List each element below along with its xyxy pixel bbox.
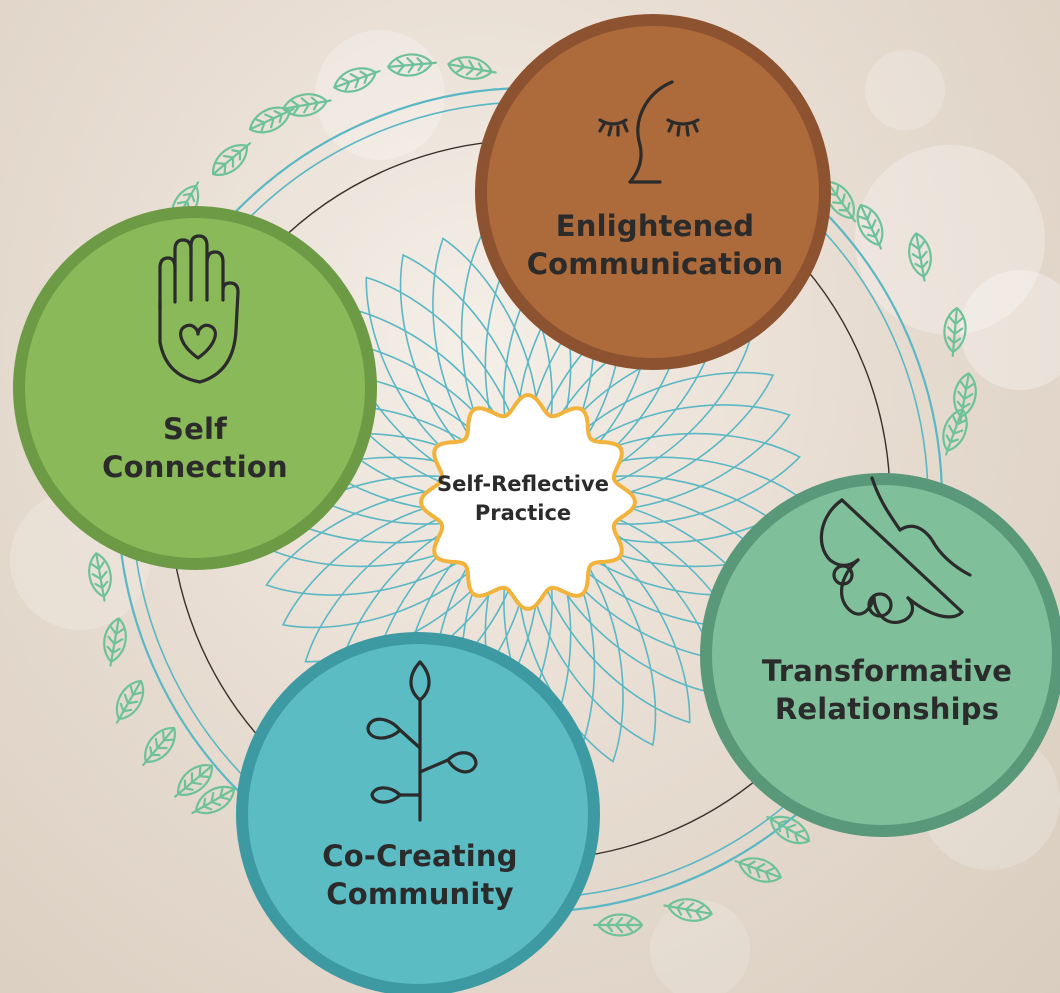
leaf-icon (447, 56, 497, 80)
label-line2: Community (326, 877, 514, 912)
leaf-icon (173, 764, 213, 798)
leaf-icon (942, 408, 968, 456)
sprouting-plant-icon (366, 660, 478, 822)
leaf-icon (88, 552, 112, 602)
leaf-icon (115, 679, 145, 724)
leaf-icon (943, 306, 967, 358)
butterfly-icon (819, 476, 972, 624)
leaf-icon (592, 913, 644, 937)
label-line1: Co-Creating (322, 839, 518, 873)
label-line1: Self (163, 412, 227, 446)
label-self-connection: Self Connection (60, 410, 330, 487)
leaf-icon (386, 53, 438, 77)
leaf-icon (333, 67, 381, 93)
label-line2: Relationships (774, 692, 1000, 727)
label-line2: Communication (526, 247, 784, 282)
label-line2: Connection (102, 450, 288, 485)
node-disc (25, 218, 365, 558)
leaf-icon (103, 617, 127, 667)
node-enlightened-communication (475, 14, 831, 370)
center-label-line1: Self-Reflective (437, 472, 609, 496)
center-badge (418, 392, 638, 612)
leaf-icon (953, 372, 977, 422)
leaf-icon (142, 727, 176, 767)
hand-with-heart-icon (158, 234, 240, 384)
leaf-icon (248, 106, 295, 134)
node-transformative-relationships (700, 473, 1060, 837)
node-disc (248, 644, 588, 984)
center-label: Self-Reflective Practice (418, 470, 628, 529)
leaf-icon (282, 93, 332, 117)
label-enlightened-communication: Enlightened Communication (510, 207, 800, 284)
node-disc (712, 485, 1052, 825)
leaf-icon (212, 142, 252, 176)
leaf-icon (766, 815, 811, 845)
leaf-icon (856, 203, 884, 250)
leaf-icon (191, 785, 236, 815)
mandala-petal (399, 253, 532, 502)
leaf-icon (908, 232, 932, 282)
label-line1: Transformative (761, 654, 1013, 688)
leaf-icon (663, 898, 713, 922)
node-disc (487, 26, 819, 358)
leaf-icon (734, 857, 782, 883)
label-co-creating-community: Co-Creating Community (280, 837, 560, 914)
center-label-line2: Practice (474, 501, 572, 526)
node-co-creating-community (236, 632, 600, 993)
label-transformative-relationships: Transformative Relationships (742, 652, 1032, 729)
node-self-connection (13, 206, 377, 570)
closed-eyes-face-icon (598, 80, 700, 184)
label-line1: Enlightened (555, 209, 755, 243)
leaf-garland (88, 53, 977, 937)
